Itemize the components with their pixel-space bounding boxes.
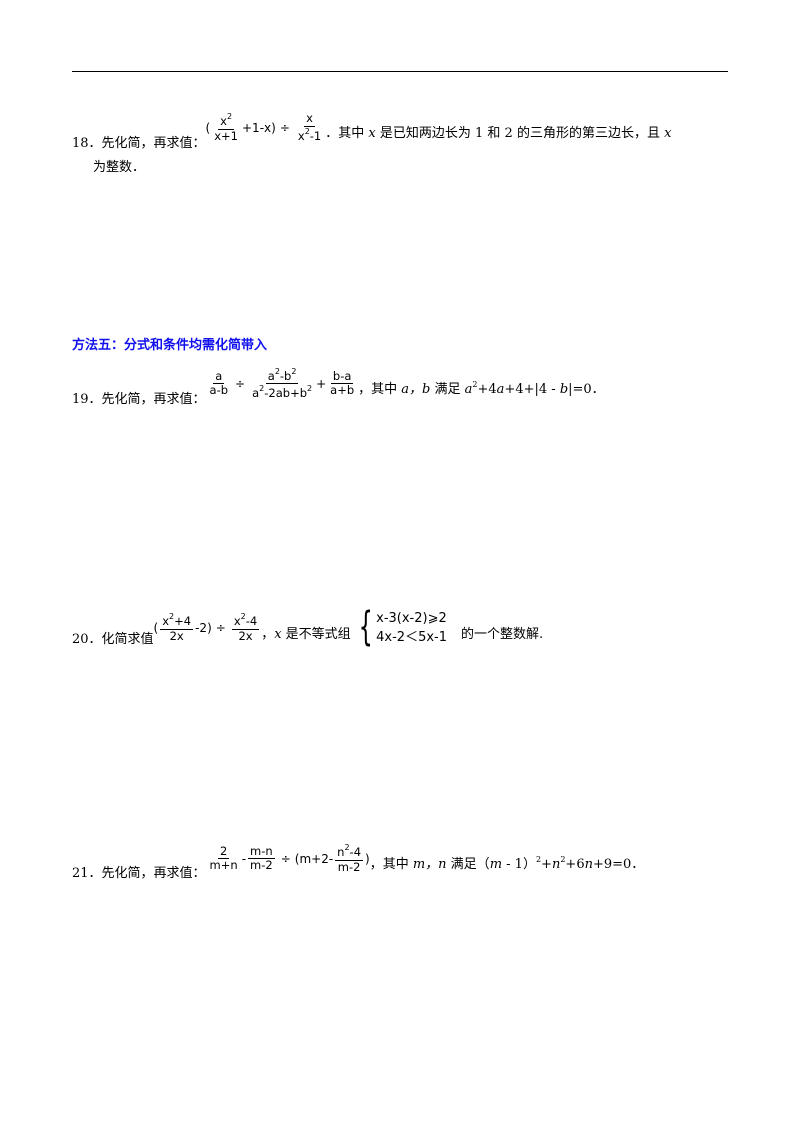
p20-rparen: ) [207,620,212,635]
problem-19-prefix: 19．先化简，再求值： [72,392,206,407]
left-brace-icon: { [358,603,373,650]
problem-20: 20．化简求值 ( x2+4 2x -2 ) ÷ x2-4 2x ，x 是不等式… [72,603,544,650]
p19-fraction-2: a2-b2 a2-2ab+b2 [252,366,313,400]
p20-mid: -2 [195,620,208,635]
p18-lparen: ( [205,120,211,135]
p20-fraction-2: x2-4 2x [231,612,260,643]
p21-minus: - [241,851,247,866]
problem-20-prefix: 20．化简求值 [72,632,154,647]
inequality-1: x-3(x-2)⩾2 [376,610,447,626]
p20-divide: ÷ [215,620,226,635]
p18-rparen: ) [271,120,276,135]
p19-divide: ÷ [235,376,246,391]
problem-18: 18．先化简，再求值： ( x2 x+1 +1-x ) ÷ x x2-1 ．其中… [72,104,671,151]
section-heading: 方法五：分式和条件均需化简带入 [72,338,268,353]
p18-mid: +1-x [242,120,272,135]
inequality-2: 4x-2＜5x-1 [376,629,447,645]
problem-18-line-2: 为整数． [93,160,146,175]
p20-fraction-1: x2+4 2x [160,612,194,643]
problem-21-prefix: 21．先化简，再求值： [72,866,206,881]
p18-condition: ．其中 x 是已知两边长为 1 和 2 的三角形的第三边长，且 x [325,126,672,141]
p21-fraction-1: 2 m+n [209,843,238,872]
problem-18-prefix: 18．先化简，再求值： [72,136,206,151]
p19-plus: + [316,376,327,391]
p21-rparen: ) [365,851,370,866]
p19-fraction-1: a a-b [209,368,229,397]
p18-fraction-2: x x2-1 [297,111,322,143]
problem-19: 19．先化简，再求值： a a-b ÷ a2-b2 a2-2ab+b2 + b-… [72,360,605,407]
p20-condition: ，x 是不等式组 [261,627,351,642]
inequality-system: { x-3(x-2)⩾2 4x-2＜5x-1 [353,603,447,650]
p21-lparen: (m+2- [294,851,334,866]
p21-condition: ，其中 m，n 满足（m - 1）2+n2+6n+9=0． [369,855,645,872]
p21-fraction-3: n2-4 m-2 [335,843,364,874]
p20-lparen: ( [153,620,159,635]
problem-21: 21．先化简，再求值： 2 m+n - m-n m-2 ÷ (m+2- n2-4… [72,836,644,881]
header-rule [72,71,728,72]
p21-divide: ÷ [280,851,291,866]
p18-fraction-1: x2 x+1 [214,112,238,143]
p21-fraction-2: m-n m-2 [248,843,275,872]
p18-divide: ÷ [279,120,290,135]
p19-fraction-3: b-a a+b [330,368,355,397]
p19-condition: ，其中 a，b 满足 a2+4a+4+|4 - b|=0． [358,380,605,397]
p20-suffix: 的一个整数解. [461,627,544,642]
